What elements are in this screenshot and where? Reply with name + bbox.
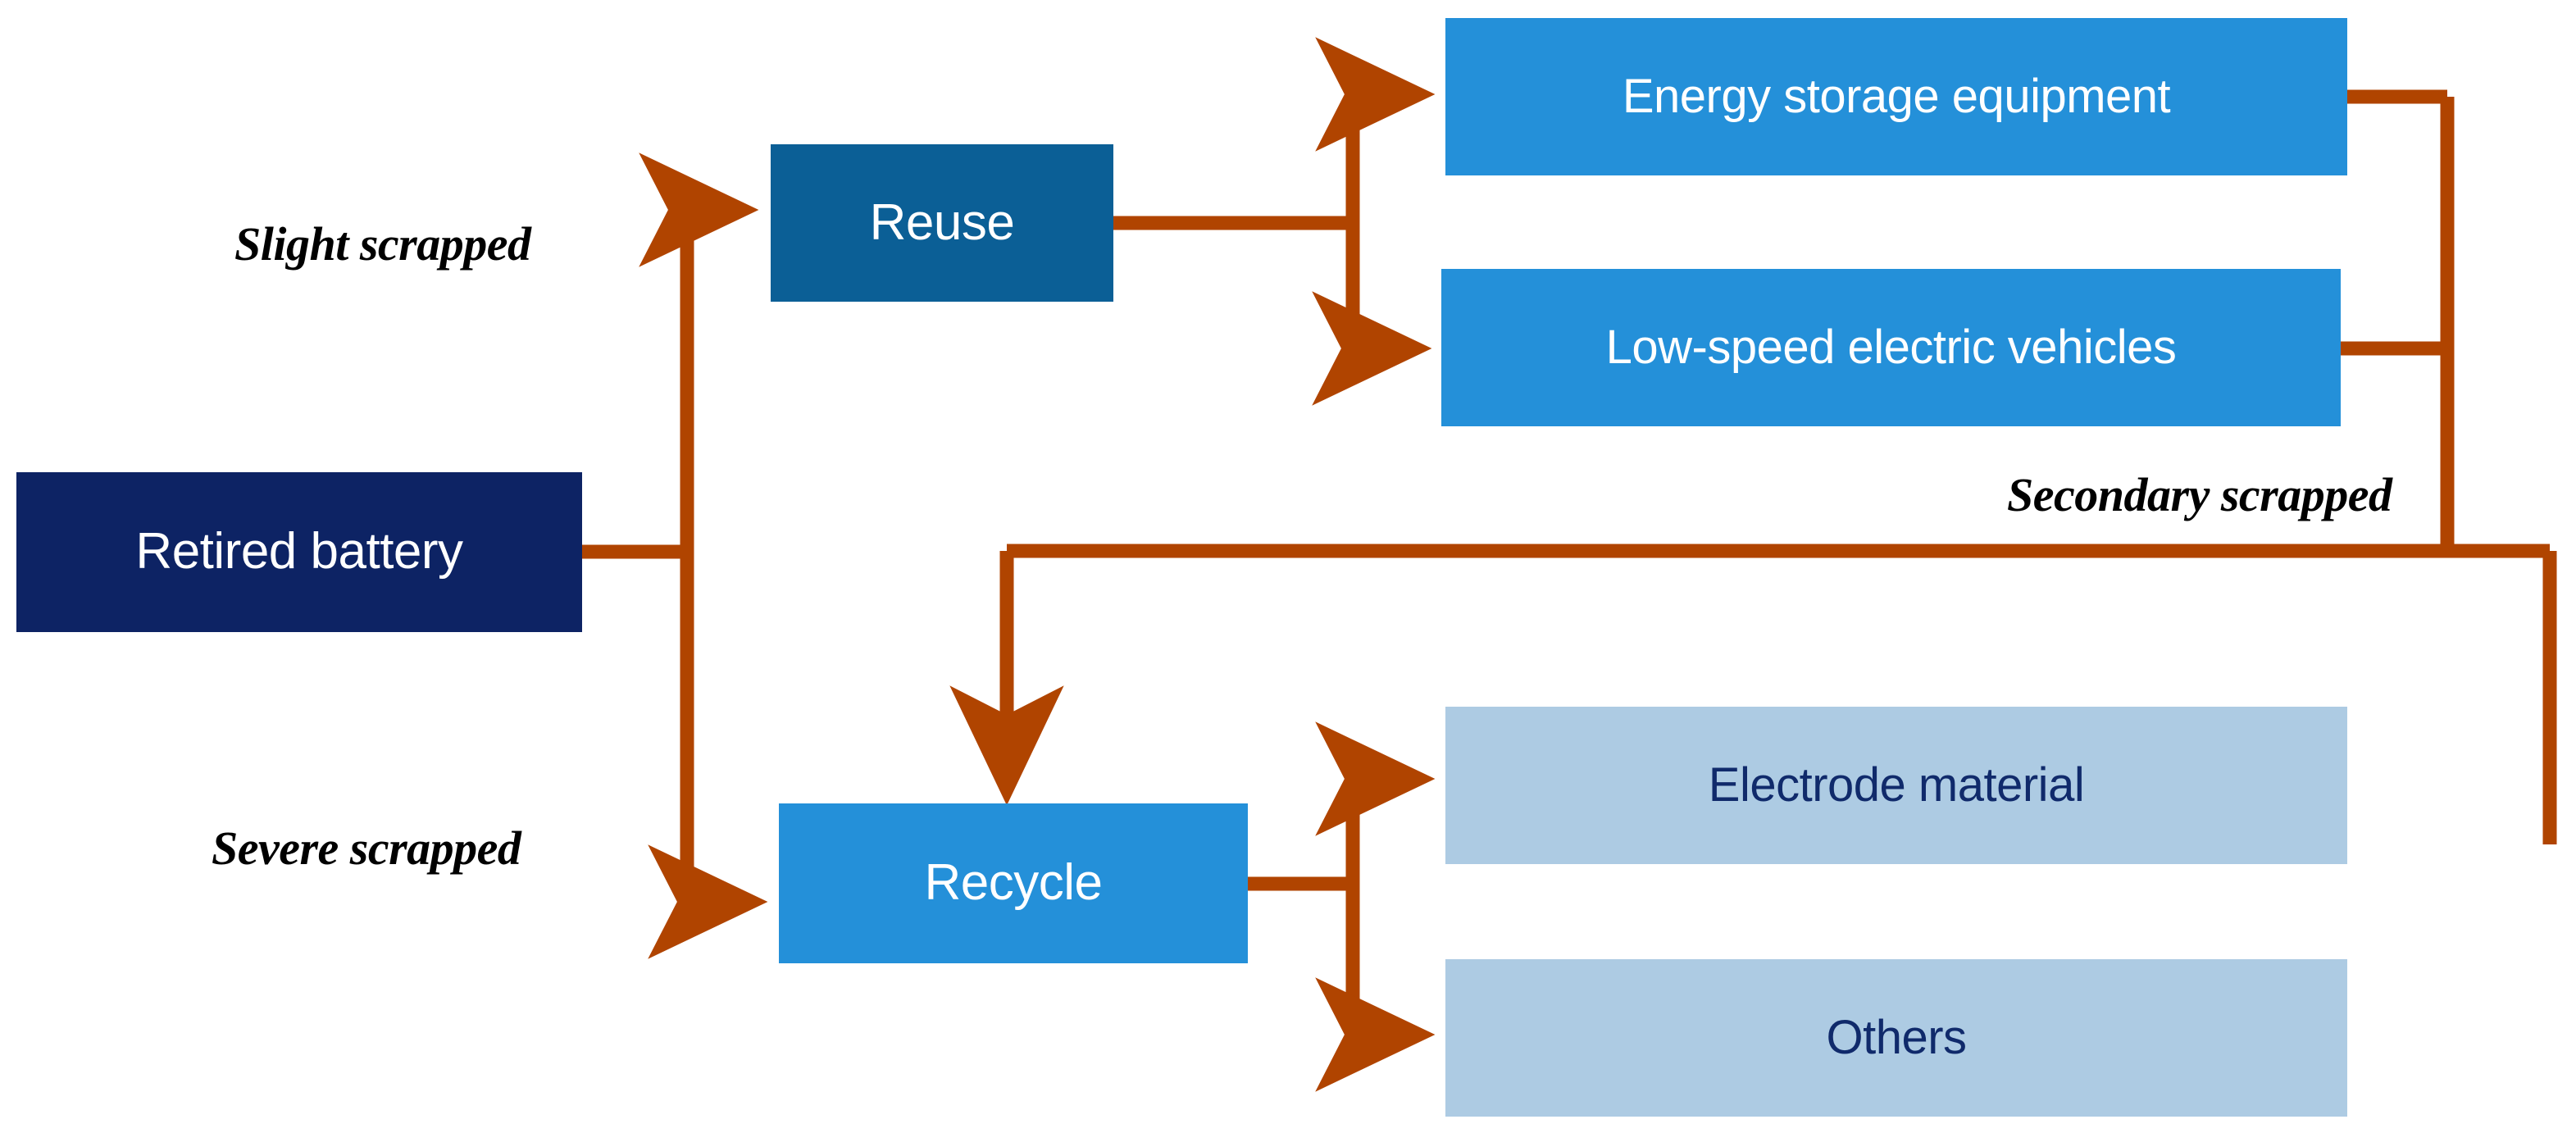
node-low-speed-electric-vehicles-label: Low-speed electric vehicles <box>1605 321 2177 375</box>
node-recycle[interactable]: Recycle <box>779 803 1248 963</box>
node-reuse[interactable]: Reuse <box>771 144 1113 302</box>
node-electrode-material-label: Electrode material <box>1708 758 2085 812</box>
node-retired-battery-label: Retired battery <box>135 523 463 580</box>
node-energy-storage-equipment[interactable]: Energy storage equipment <box>1445 18 2347 175</box>
node-retired-battery[interactable]: Retired battery <box>16 472 582 632</box>
edge-label-secondary-scrapped: Secondary scrapped <box>2007 468 2392 521</box>
node-recycle-label: Recycle <box>924 854 1103 912</box>
node-others[interactable]: Others <box>1445 959 2347 1117</box>
edge-label-severe-scrapped: Severe scrapped <box>212 821 521 875</box>
node-energy-storage-equipment-label: Energy storage equipment <box>1622 70 2171 124</box>
node-low-speed-electric-vehicles[interactable]: Low-speed electric vehicles <box>1441 269 2341 426</box>
node-electrode-material[interactable]: Electrode material <box>1445 707 2347 864</box>
node-reuse-label: Reuse <box>869 193 1015 251</box>
edge-label-slight-scrapped: Slight scrapped <box>234 217 531 271</box>
node-others-label: Others <box>1826 1011 1967 1065</box>
